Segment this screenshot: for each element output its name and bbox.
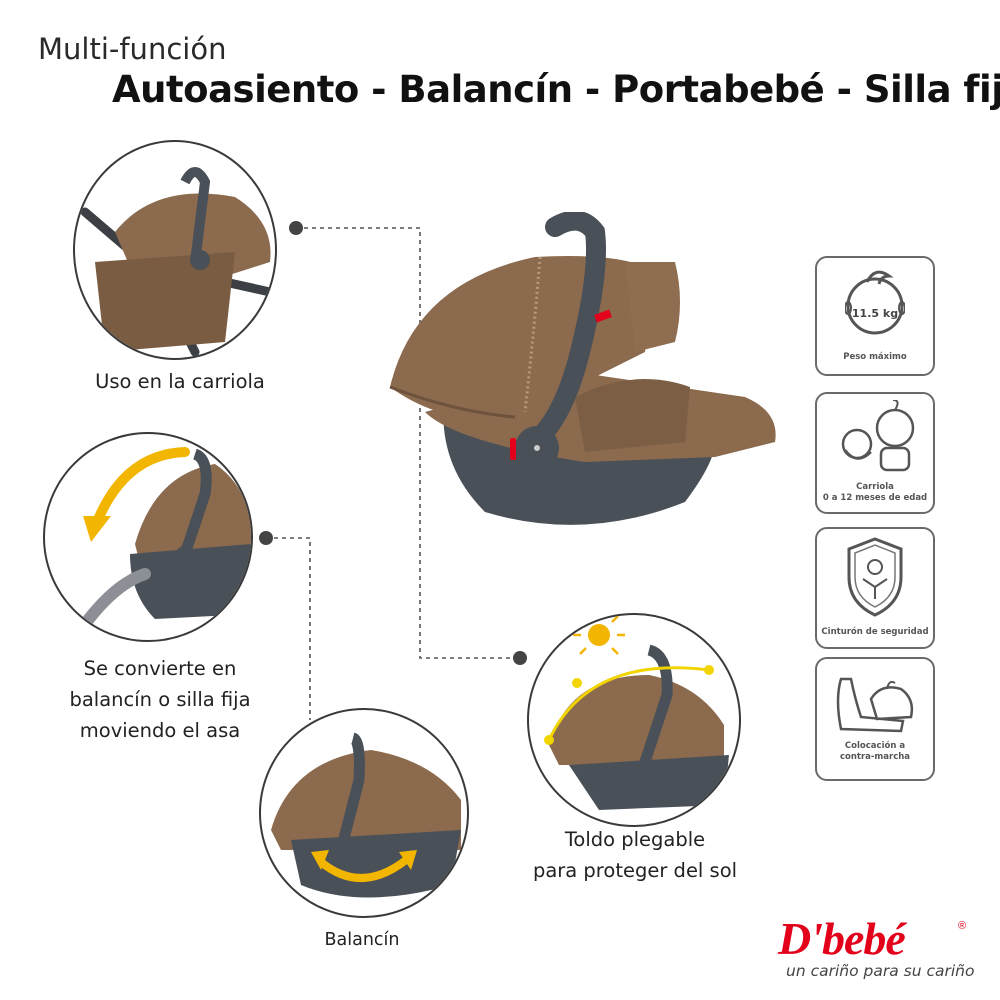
spec-label: Peso máximo	[843, 352, 907, 362]
caption-line: Toldo plegable	[564, 828, 706, 851]
spec-label-line: Colocación a	[844, 741, 906, 751]
product-image-car-seat	[385, 212, 785, 542]
rock-arrow-icon	[318, 856, 409, 882]
page-title: Autoasiento - Balancín - Portabebé - Sil…	[112, 68, 1000, 111]
caption-line: balancín o silla fija	[69, 688, 251, 711]
feature-image-canopy	[527, 613, 741, 827]
baby-carriola-icon	[841, 400, 915, 472]
connector-dot	[513, 651, 527, 665]
feature-caption-stroller: Uso en la carriola	[95, 370, 265, 393]
feature-caption-canopy: Toldo plegable para proteger del sol	[520, 824, 750, 886]
spec-label-line: Carriola	[856, 482, 894, 492]
baby-face-weight-icon	[845, 270, 905, 335]
spec-label-line: contra-marcha	[839, 752, 911, 762]
subtitle: Multi-función	[38, 32, 227, 66]
spec-label: Carriola 0 a 12 meses de edad	[817, 482, 933, 504]
rotate-arrow-icon	[92, 447, 190, 527]
connector-dot	[259, 531, 273, 545]
feature-caption-rocker: Balancín	[324, 930, 400, 950]
feature-image-stroller	[73, 140, 277, 360]
feature-image-rocker	[259, 708, 469, 918]
spec-seat-belt: Cinturón de seguridad	[815, 527, 935, 649]
safety-harness-shield-icon	[847, 537, 903, 617]
caption-line: moviendo el asa	[79, 719, 241, 742]
spec-weight-value: 11.5 kg	[851, 307, 899, 320]
rear-facing-seat-icon	[836, 677, 914, 733]
spec-label: Cinturón de seguridad	[821, 627, 929, 637]
spec-max-weight: 11.5 kg Peso máximo	[815, 256, 935, 376]
connector-dot	[289, 221, 303, 235]
caption-line: para proteger del sol	[532, 859, 738, 882]
spec-label-line: 0 a 12 meses de edad	[822, 493, 928, 503]
brand-tagline: un cariño para su cariño	[786, 962, 975, 980]
spec-rear-facing: Colocación a contra-marcha	[815, 657, 935, 781]
feature-caption-convert: Se convierte en balancín o silla fija mo…	[40, 653, 280, 746]
feature-image-handle-rotation	[43, 432, 253, 642]
spec-age-range: Carriola 0 a 12 meses de edad	[815, 392, 935, 514]
registered-mark: ®	[958, 920, 967, 932]
spec-label: Colocación a contra-marcha	[817, 741, 933, 763]
caption-line: Se convierte en	[83, 657, 237, 680]
brand-logo: D'bebé	[778, 913, 906, 964]
